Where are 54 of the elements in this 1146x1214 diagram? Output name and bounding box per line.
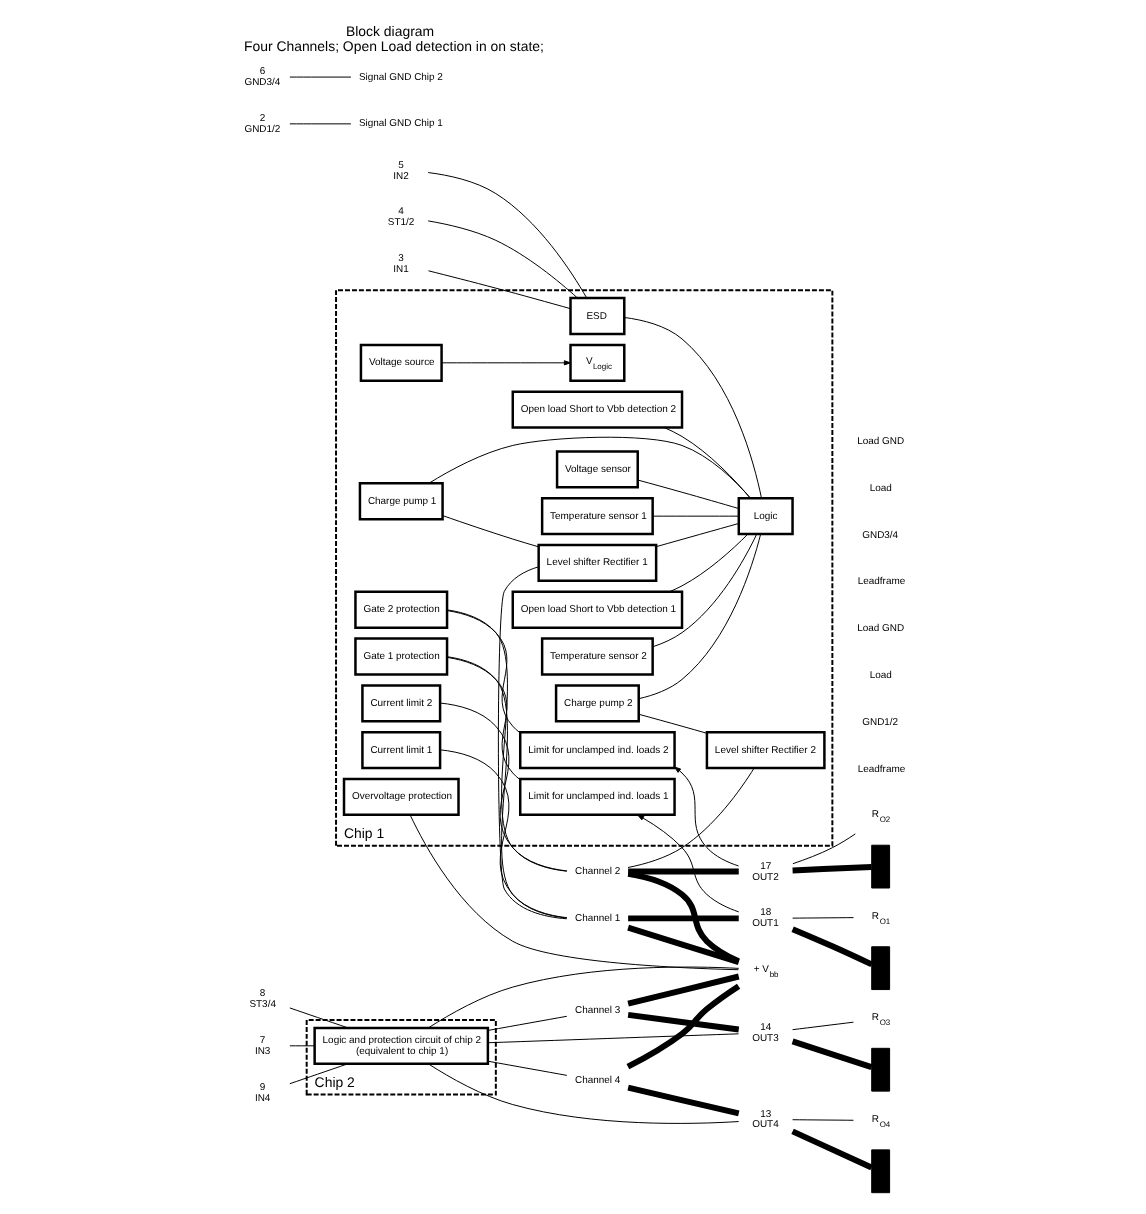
connector <box>622 317 761 499</box>
node-box <box>870 946 890 991</box>
connector <box>637 533 761 700</box>
connector <box>663 427 750 499</box>
connector <box>427 270 570 310</box>
connector <box>627 915 738 922</box>
connector <box>791 833 855 865</box>
connector <box>626 870 739 964</box>
connector <box>626 924 739 965</box>
connector <box>651 515 739 517</box>
connector <box>446 656 520 781</box>
connector <box>486 1015 567 1031</box>
connector <box>626 1084 739 1117</box>
connector <box>790 926 872 968</box>
connector <box>427 1063 739 1124</box>
connector <box>790 1038 872 1070</box>
connector <box>626 767 754 868</box>
node-box <box>870 1149 890 1194</box>
node-box <box>870 844 890 889</box>
connector <box>668 533 748 593</box>
connector <box>637 713 707 734</box>
connector <box>790 1128 872 1171</box>
arrow <box>673 766 739 867</box>
connector <box>486 1060 567 1076</box>
connector <box>288 1007 348 1029</box>
connector <box>427 966 739 1029</box>
connector <box>791 917 853 919</box>
connector <box>655 523 738 548</box>
arrow <box>440 360 570 366</box>
connector <box>441 515 538 548</box>
connector <box>408 814 738 971</box>
connector <box>636 479 739 509</box>
arrow <box>636 814 739 913</box>
connector <box>445 609 567 872</box>
connector <box>626 1011 739 1033</box>
connector <box>627 868 738 875</box>
connector <box>651 533 757 648</box>
connector <box>438 749 567 919</box>
connector <box>445 656 567 919</box>
connector <box>446 610 520 734</box>
connector <box>791 864 871 874</box>
connector <box>791 1119 853 1121</box>
connector <box>625 983 740 1070</box>
connector <box>626 973 739 1007</box>
connector <box>427 436 750 499</box>
connector <box>791 1021 853 1031</box>
connector <box>438 702 567 872</box>
connector <box>288 1063 348 1085</box>
connector <box>426 172 587 299</box>
connector <box>288 1045 314 1047</box>
connector <box>486 1033 739 1044</box>
connector <box>426 220 578 299</box>
node-box <box>870 1047 890 1092</box>
connector <box>496 566 567 920</box>
